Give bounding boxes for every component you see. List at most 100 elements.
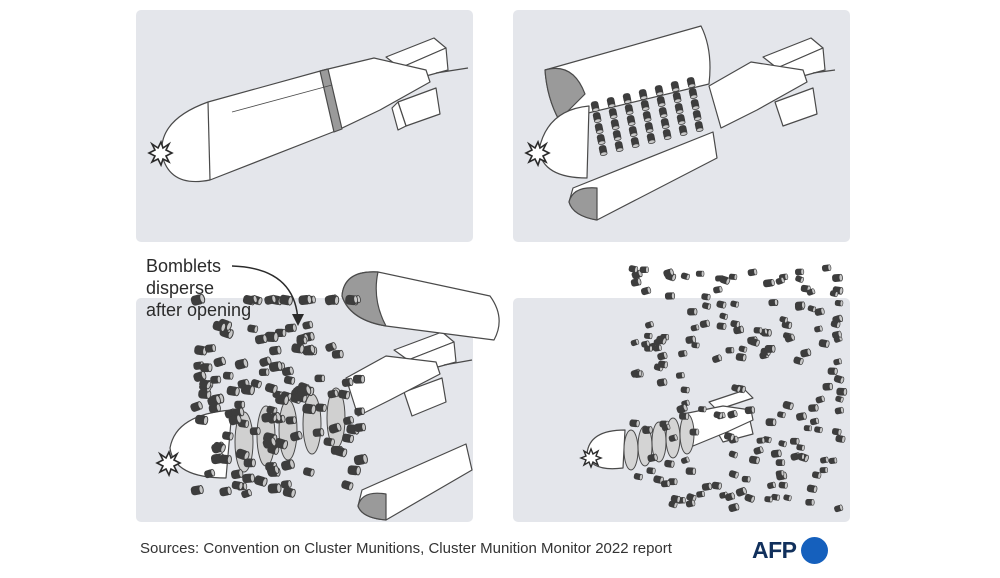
bomblet [630,137,640,148]
bomblet [213,356,226,367]
bomblet [688,88,698,99]
bomblet [281,459,295,471]
bomblet [834,299,844,307]
bomblet [660,118,670,129]
bomblet [592,112,602,123]
bomblet [779,316,788,324]
bomblet [777,411,786,419]
bomblet [796,444,805,451]
bomb-body [161,57,431,183]
bomblet [723,432,735,441]
bomblet [749,338,760,347]
bomblet [775,277,785,285]
bomblet [347,465,361,476]
bomblet [282,487,296,498]
bomblet [781,320,793,330]
bomblet [698,406,707,413]
bomblet [199,378,212,390]
bomblet [653,344,662,352]
bomblet [614,141,624,152]
bomblet [806,288,816,296]
bomblet [694,121,704,132]
bomblet [284,323,297,333]
bomblet [685,467,697,475]
bomblet [285,416,297,425]
bomblet [598,145,608,156]
bomblet [644,345,653,352]
bomblet [727,409,738,419]
bomblet [713,411,723,419]
bomblet [660,480,671,488]
bomblet [719,275,731,285]
nose-seam [207,101,211,181]
afp-logo-dot [800,536,828,564]
bomblet [289,430,303,442]
packed-bomblets-group [590,77,704,156]
bomblet [725,347,735,354]
bomblet [291,343,305,354]
bomblet [258,368,270,377]
bomblet [343,415,355,425]
bomblet [654,85,664,96]
bomblet [775,470,785,477]
bomblet [768,298,778,307]
bomblet [831,330,842,339]
bomblet [807,305,816,313]
bomblet [630,338,640,347]
bomblet [665,271,677,282]
bomblet [832,286,844,295]
bomblet [765,418,777,427]
bomblet [190,485,204,496]
bomblet [831,428,842,436]
bomblet [228,414,242,426]
bomblet [764,344,776,353]
bomb-nose [538,105,590,179]
bomblet [241,488,252,499]
bomblet [626,115,636,126]
bomblet [630,278,642,287]
bomblet [325,342,337,352]
bomblet [312,428,325,437]
bomblet [716,322,727,330]
bomblet [834,406,844,415]
bomblet [302,403,317,415]
bomblet [302,320,314,330]
bomblet [827,367,838,375]
bomblet [647,453,658,462]
bomblet [815,395,825,404]
bomblet [832,273,843,282]
stage-1-intact-bomb-panel [136,10,473,242]
bomblet [641,340,650,348]
bomblet [795,268,805,276]
bomblet [640,100,650,111]
bomblet [274,438,289,450]
bomblet [730,320,740,328]
lower-fin [774,87,818,127]
bomblet [735,486,747,497]
bomblet [629,419,640,428]
bomblet [680,272,690,281]
bomblet [281,366,294,377]
bomblet [633,473,643,481]
bomblet [730,300,740,308]
bomblet [814,426,823,434]
bomblet [680,456,690,464]
bomblet [195,414,209,426]
bomblet [644,122,654,133]
bomblet [204,468,216,479]
bomblet [640,286,652,296]
bomblet [738,345,748,353]
bomblet [342,433,354,444]
bomblet [222,431,234,441]
bomblet [778,481,788,489]
bomblet [644,332,653,340]
bomblet [699,319,710,328]
bomblet [608,108,618,119]
bomblet [204,344,216,353]
bomblet [254,475,268,487]
bomblet [262,437,277,449]
bomblet [796,453,805,460]
bomblet [230,469,244,480]
bomblet [821,264,832,272]
casing-band [319,68,343,133]
